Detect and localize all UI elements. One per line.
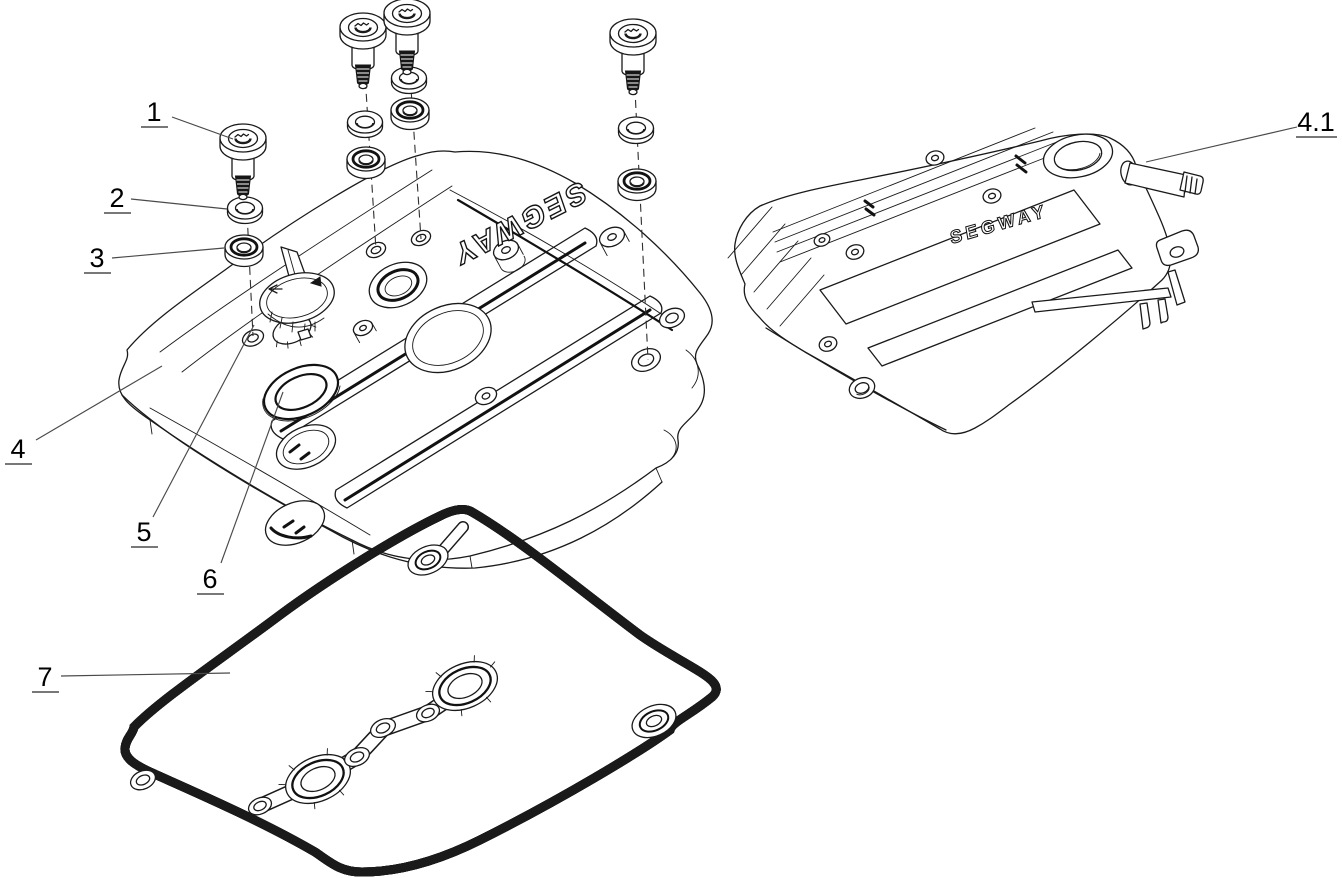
callout-4-1[interactable]: 4.1 bbox=[1297, 107, 1335, 137]
shoulder-bolt bbox=[608, 17, 658, 96]
callout-1[interactable]: 1 bbox=[146, 97, 161, 127]
leader-lines bbox=[35, 116, 1298, 677]
shoulder-bolt bbox=[218, 122, 268, 201]
callout-4[interactable]: 4 bbox=[10, 434, 25, 464]
callout-6[interactable]: 6 bbox=[202, 564, 217, 594]
seal-grommet bbox=[345, 145, 387, 180]
flat-washer bbox=[617, 116, 655, 145]
gasket-bolt-ring bbox=[631, 703, 677, 739]
flat-washer bbox=[226, 196, 264, 225]
callouts: 1 2 3 4 5 6 7 4.1 bbox=[5, 97, 1337, 693]
shoulder-bolt bbox=[382, 0, 432, 76]
seal-grommet bbox=[223, 233, 265, 268]
mounting-tab bbox=[1031, 229, 1199, 330]
assembled-cover: SEGWAY bbox=[727, 127, 1204, 435]
gasket-spark-plug-seal bbox=[425, 655, 498, 717]
callout-3[interactable]: 3 bbox=[89, 243, 104, 273]
seal-grommet bbox=[389, 96, 431, 131]
gasket-bolt-ring bbox=[407, 544, 449, 576]
shoulder-bolt bbox=[338, 11, 388, 90]
fastener-stack-3 bbox=[382, 0, 432, 131]
fastener-stack-4 bbox=[608, 17, 658, 202]
callout-5[interactable]: 5 bbox=[136, 517, 151, 547]
seal-grommet bbox=[616, 167, 658, 202]
fastener-stack-2 bbox=[338, 11, 388, 180]
valve-cover: SEGWAY bbox=[118, 150, 713, 569]
flat-washer bbox=[346, 110, 384, 139]
fastener-stack-1 bbox=[218, 122, 268, 268]
callout-7[interactable]: 7 bbox=[37, 662, 52, 692]
cover-gasket bbox=[125, 509, 716, 877]
oil-filler-cap bbox=[259, 246, 335, 341]
callout-2[interactable]: 2 bbox=[109, 183, 124, 213]
gasket-bolt-ring bbox=[129, 769, 157, 791]
filler-neck-boss bbox=[1042, 133, 1114, 179]
breather-pipe bbox=[1120, 160, 1204, 198]
o-ring bbox=[262, 363, 340, 421]
